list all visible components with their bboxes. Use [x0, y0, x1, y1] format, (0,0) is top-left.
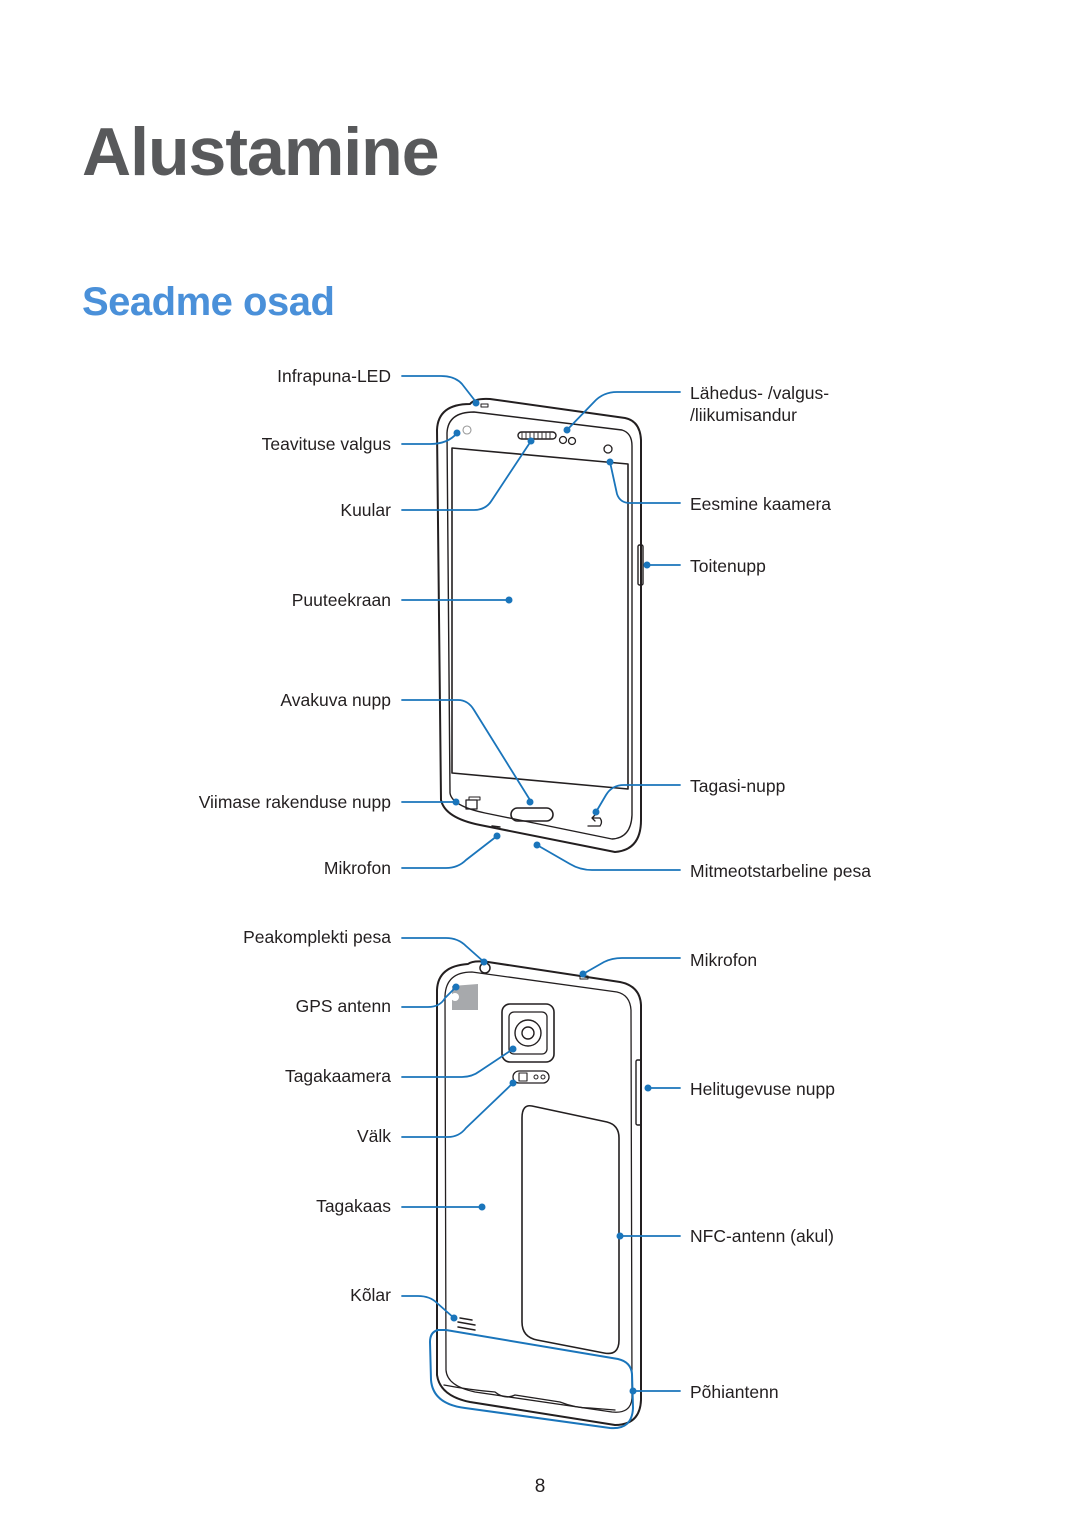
label-earpiece: Kuular	[340, 500, 391, 520]
label-flash: Välk	[356, 1126, 391, 1146]
front-callout-dots	[452, 399, 651, 849]
back-callouts	[401, 937, 681, 1392]
camera-module-inner	[508, 1011, 548, 1055]
label-rear-camera: Tagakaamera	[284, 1066, 391, 1086]
callout-speaker	[401, 1295, 455, 1319]
main-antenna-outline	[428, 1329, 635, 1430]
dot-recent-apps	[452, 798, 460, 806]
speaker-grille	[457, 1317, 476, 1331]
callout-earpiece	[401, 440, 532, 511]
dot-touchscreen	[505, 596, 513, 604]
callout-flash	[401, 1082, 514, 1138]
dot-back-button	[592, 808, 600, 816]
label-power-button: Toitenupp	[690, 556, 766, 576]
front-outer-body	[436, 397, 642, 853]
volume-button-shape	[635, 1059, 642, 1126]
label-volume-button: Helitugevuse nupp	[690, 1079, 835, 1099]
rear-camera-lens	[521, 1026, 535, 1040]
callout-front-camera	[609, 461, 681, 504]
label-infrared-led: Infrapuna-LED	[277, 366, 391, 386]
dot-earpiece	[527, 437, 535, 445]
dot-front-camera	[606, 458, 614, 466]
notification-led	[462, 425, 472, 435]
nfc-antenna-outline	[521, 1104, 620, 1355]
callout-sensor	[566, 391, 681, 431]
front-device-illustration	[436, 397, 644, 853]
chapter-title: Alustamine	[82, 114, 440, 190]
callout-notification-light	[401, 432, 458, 445]
label-speaker: Kõlar	[350, 1285, 391, 1305]
dot-main-antenna	[629, 1387, 637, 1395]
label-recent-apps-button: Viimase rakenduse nupp	[198, 792, 391, 812]
dot-back-cover	[478, 1203, 486, 1211]
sensor-dot-2	[567, 436, 577, 446]
label-back-button: Tagasi-nupp	[690, 776, 786, 796]
bottom-antenna-edge	[443, 1384, 616, 1411]
label-back-cover: Tagakaas	[316, 1196, 391, 1216]
dot-microphone-back	[579, 970, 587, 978]
dot-power-button	[643, 561, 651, 569]
callout-home-button	[401, 699, 531, 801]
back-callout-dots	[450, 958, 652, 1395]
label-home-button: Avakuva nupp	[280, 690, 391, 710]
rear-camera-ring	[514, 1019, 542, 1047]
dot-sensor	[563, 426, 571, 434]
flash-module	[512, 1070, 550, 1084]
dot-nfc-antenna	[616, 1232, 624, 1240]
callout-gps-antenna	[401, 986, 457, 1008]
label-nfc-antenna: NFC-antenn (akul)	[690, 1226, 834, 1246]
ir-led-slot	[480, 403, 489, 408]
back-key-shape	[587, 814, 603, 827]
label-headset-jack: Peakomplekti pesa	[243, 927, 391, 947]
callout-microphone-back	[582, 957, 681, 975]
dot-infrared-led	[472, 399, 480, 407]
label-sensor-line2: /liikumisandur	[690, 405, 797, 425]
callout-back-button	[595, 784, 681, 813]
front-camera-lens	[603, 444, 613, 454]
back-device-illustration	[436, 960, 642, 1426]
label-gps-antenna: GPS antenn	[295, 996, 391, 1016]
callout-microphone-front	[401, 835, 498, 869]
dot-multipurpose-jack	[533, 841, 541, 849]
flash-led	[518, 1072, 528, 1082]
dot-microphone-front	[493, 832, 501, 840]
label-main-antenna: Põhiantenn	[690, 1382, 779, 1402]
callout-rear-camera	[401, 1048, 514, 1078]
callout-headset-jack	[401, 937, 485, 963]
label-notification-light: Teavituse valgus	[261, 434, 391, 454]
label-microphone-front: Mikrofon	[323, 858, 391, 878]
back-outer-body	[436, 960, 642, 1426]
callout-infrared-led	[401, 375, 477, 403]
camera-module-outer	[501, 1003, 555, 1063]
label-multipurpose-jack: Mitmeotstarbeline pesa	[690, 861, 871, 881]
label-touchscreen: Puuteekraan	[291, 590, 391, 610]
earpiece-grille	[517, 431, 557, 440]
label-front-camera: Eesmine kaamera	[690, 494, 832, 514]
page-number: 8	[534, 1476, 546, 1497]
dot-home-button	[526, 798, 534, 806]
front-inner-frame	[446, 411, 633, 840]
callout-multipurpose-jack	[536, 844, 681, 871]
sensor-dot-1	[558, 435, 568, 445]
touchscreen-area	[451, 447, 629, 790]
dot-rear-camera	[509, 1045, 517, 1053]
power-button-shape	[637, 544, 644, 586]
front-callouts	[401, 375, 681, 871]
section-title: Seadme osad	[82, 280, 335, 324]
dot-notification-light	[453, 429, 461, 437]
back-inner-frame	[444, 971, 633, 1413]
dot-volume-button	[644, 1084, 652, 1092]
label-sensor-line1: Lähedus- /valgus-	[690, 383, 830, 403]
label-microphone-back: Mikrofon	[690, 950, 758, 970]
label-sensor: Lähedus- /valgus- /liikumisandur	[690, 382, 829, 426]
home-button-shape	[510, 807, 554, 822]
dot-flash	[509, 1079, 517, 1087]
dot-gps-antenna	[452, 983, 460, 991]
dot-speaker	[450, 1314, 458, 1322]
dot-headset-jack	[480, 958, 488, 966]
gps-antenna-patch	[452, 984, 478, 1010]
